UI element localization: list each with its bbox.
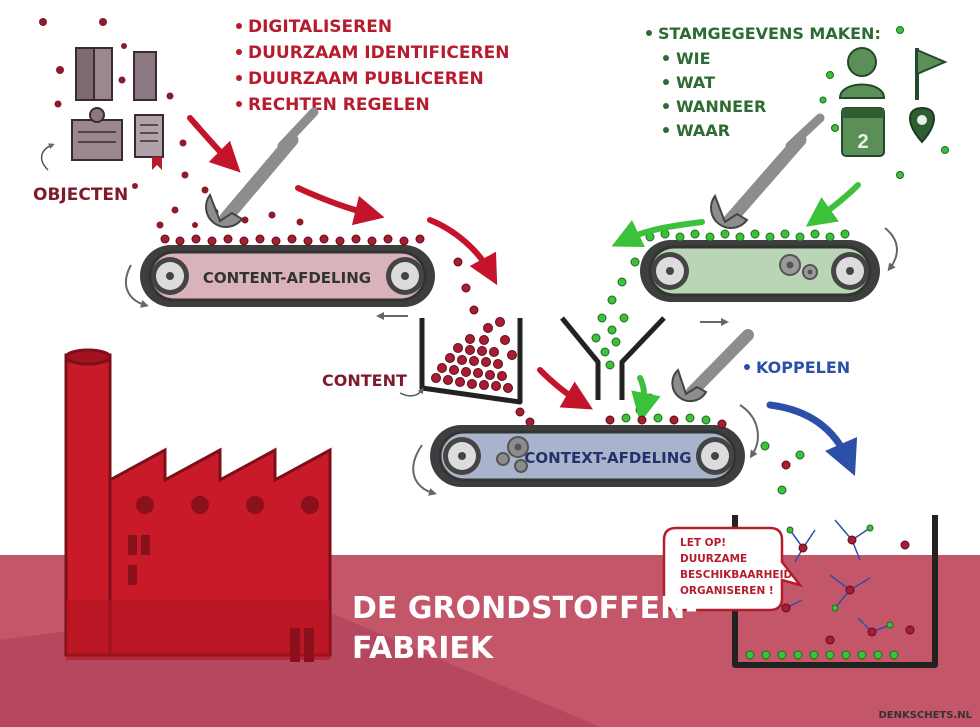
wrench-icon (205, 107, 319, 228)
warning-bubble (662, 526, 804, 612)
bubble-line: DUURZAME (680, 553, 747, 565)
wrench-icon (671, 329, 754, 403)
warning-bubble-text: LET OP! DUURZAME BESCHIKBAARHEID ORGANIS… (680, 537, 792, 597)
red-particles-top (39, 18, 304, 229)
green-list-item: WIE (676, 49, 711, 68)
title-line-1: DE GRONDSTOFFEN- (352, 591, 698, 626)
book-icon (75, 47, 157, 101)
green-list-item: WAT (676, 73, 715, 92)
red-list-item: DUURZAAM IDENTIFICEREN (248, 43, 509, 63)
mixed-particles-belt (605, 413, 805, 495)
factory (64, 348, 332, 662)
map-pin-icon (909, 106, 935, 144)
red-task-list: DIGITALISEREN DUURZAAM IDENTIFICEREN DUU… (236, 17, 509, 115)
credit-text: DENKSCHETS.NL (878, 710, 972, 721)
content-pile (431, 317, 535, 427)
document-icon (134, 114, 164, 170)
title-line-2: FABRIEK (352, 631, 495, 666)
red-particles-belt (160, 234, 479, 315)
context-conveyor-label: CONTEXT-AFDELING (524, 449, 691, 467)
context-conveyor (412, 404, 759, 496)
green-list-item: WANNEER (676, 97, 766, 116)
green-list-heading: STAMGEGEVENS MAKEN: (658, 24, 881, 43)
green-particles (591, 26, 949, 415)
red-list-item: DUURZAAM PUBLICEREN (248, 69, 484, 89)
koppelen-label: KOPPELEN (756, 358, 850, 377)
page-title: DE GRONDSTOFFEN- FABRIEK (352, 591, 698, 666)
bubble-line: LET OP! (680, 537, 726, 549)
objecten-label: OBJECTEN (33, 185, 128, 205)
content-conveyor-label: CONTENT-AFDELING (203, 269, 371, 287)
content-conveyor (125, 245, 435, 320)
red-list-item: RECHTEN REGELEN (248, 95, 430, 115)
flag-icon (915, 48, 948, 100)
blue-flow-arrow (766, 401, 858, 477)
green-flow-arrows (611, 182, 861, 423)
bubble-line: ORGANISEREN ! (680, 585, 774, 597)
green-task-list: STAMGEGEVENS MAKEN: WIE WAT WANNEER WAAR (646, 24, 881, 140)
red-list-item: DIGITALISEREN (248, 17, 392, 37)
person-icon (838, 47, 886, 99)
gear-icon (779, 254, 818, 280)
green-list-item: WAAR (676, 121, 730, 140)
objecten-pointer (40, 143, 55, 171)
gear-icon (496, 436, 529, 473)
stam-funnel (560, 316, 666, 400)
wrench-icon (710, 113, 825, 229)
bubble-line: BESCHIKBAARHEID (680, 569, 792, 581)
stam-conveyor (640, 227, 898, 326)
red-flow-arrows (187, 115, 593, 410)
calendar-day: 2 (857, 131, 868, 153)
content-label: CONTENT (322, 371, 407, 390)
koppelen-bullet (744, 364, 750, 370)
content-hopper (419, 318, 523, 405)
newspaper-icon (71, 107, 123, 161)
content-pointer (399, 387, 424, 397)
calendar-icon: 2 (841, 107, 885, 157)
